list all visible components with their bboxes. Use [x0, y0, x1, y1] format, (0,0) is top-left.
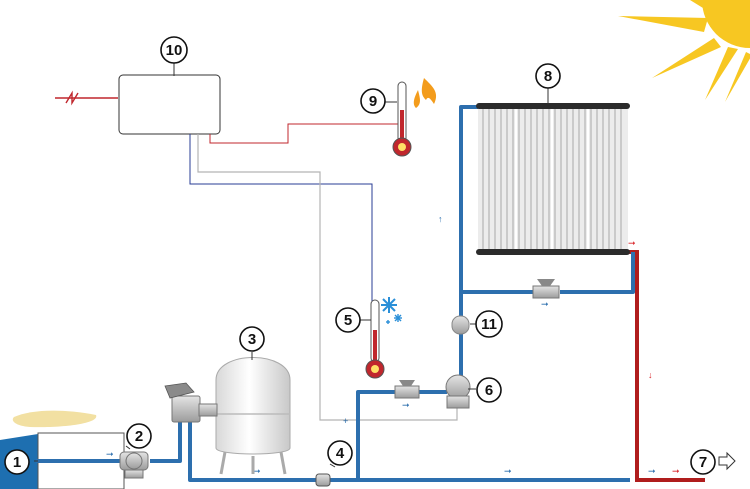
snowflake-icon — [381, 297, 402, 324]
svg-text:↓: ↓ — [648, 370, 653, 380]
callout-pool: 1 — [4, 449, 30, 475]
svg-text:3: 3 — [248, 331, 256, 348]
multiport-valve — [164, 382, 218, 423]
pump-icon — [445, 374, 471, 409]
svg-text:7: 7 — [699, 454, 707, 471]
svg-text:4: 4 — [336, 445, 345, 462]
sand-filter-tank — [215, 357, 291, 475]
outlet-arrow-icon — [718, 451, 736, 471]
svg-text:➞: ➞ — [628, 238, 636, 248]
vent-valve — [451, 315, 470, 335]
thermometer-icon — [365, 299, 385, 379]
svg-text:↑: ↑ — [438, 214, 443, 224]
svg-text:➞: ➞ — [672, 466, 680, 476]
hot-return-pipe — [625, 250, 705, 482]
valve-icon — [532, 279, 560, 299]
callout-controller: 10 — [160, 36, 188, 64]
callout-collector-sensor: 9 — [360, 88, 386, 114]
svg-text:6: 6 — [485, 382, 493, 399]
svg-text:➞: ➞ — [402, 400, 410, 410]
thermometer-icon — [392, 81, 412, 157]
callout-circulation-pump: 6 — [476, 377, 502, 403]
callout-sand-filter: 3 — [239, 326, 265, 352]
svg-text:2: 2 — [135, 428, 143, 445]
svg-text:10: 10 — [166, 42, 183, 59]
svg-text:5: 5 — [344, 312, 352, 329]
cold-pipe-network — [36, 105, 635, 482]
callout-check-valve: 4 — [327, 440, 353, 466]
svg-text:➞: ➞ — [253, 466, 261, 476]
callout-return-to-pool: 7 — [690, 449, 716, 475]
svg-text:+: + — [343, 416, 348, 426]
pump-control-wire — [197, 134, 458, 421]
leader-lines — [34, 63, 549, 468]
sun-icon — [618, 0, 750, 102]
solar-collector — [476, 103, 630, 255]
flame-icon — [413, 78, 437, 108]
sensor-wire-collector — [209, 123, 400, 144]
svg-text:➞: ➞ — [504, 466, 512, 476]
svg-text:1: 1 — [13, 454, 21, 471]
svg-text:➞: ➞ — [648, 466, 656, 476]
check-valve — [315, 473, 331, 487]
valve-icon — [394, 380, 420, 399]
flow-arrows: ➞ ➞ ➞ ➞ ➞ ➞ + ↑ ➞ ↓ ➞ — [106, 214, 680, 476]
svg-text:➞: ➞ — [106, 449, 114, 459]
svg-text:11: 11 — [481, 316, 497, 333]
callout-filter-pump: 2 — [126, 423, 152, 449]
sensor-wire-cold — [189, 134, 373, 360]
svg-text:9: 9 — [369, 93, 377, 110]
callout-vent-valve: 11 — [475, 310, 503, 338]
svg-text:8: 8 — [544, 68, 552, 85]
callout-solar-collector: 8 — [535, 63, 561, 89]
callout-cold-sensor: 5 — [335, 307, 361, 333]
svg-text:➞: ➞ — [541, 299, 549, 309]
controller-box — [118, 74, 221, 135]
power-input-icon — [55, 90, 118, 106]
pump-icon — [119, 451, 149, 479]
